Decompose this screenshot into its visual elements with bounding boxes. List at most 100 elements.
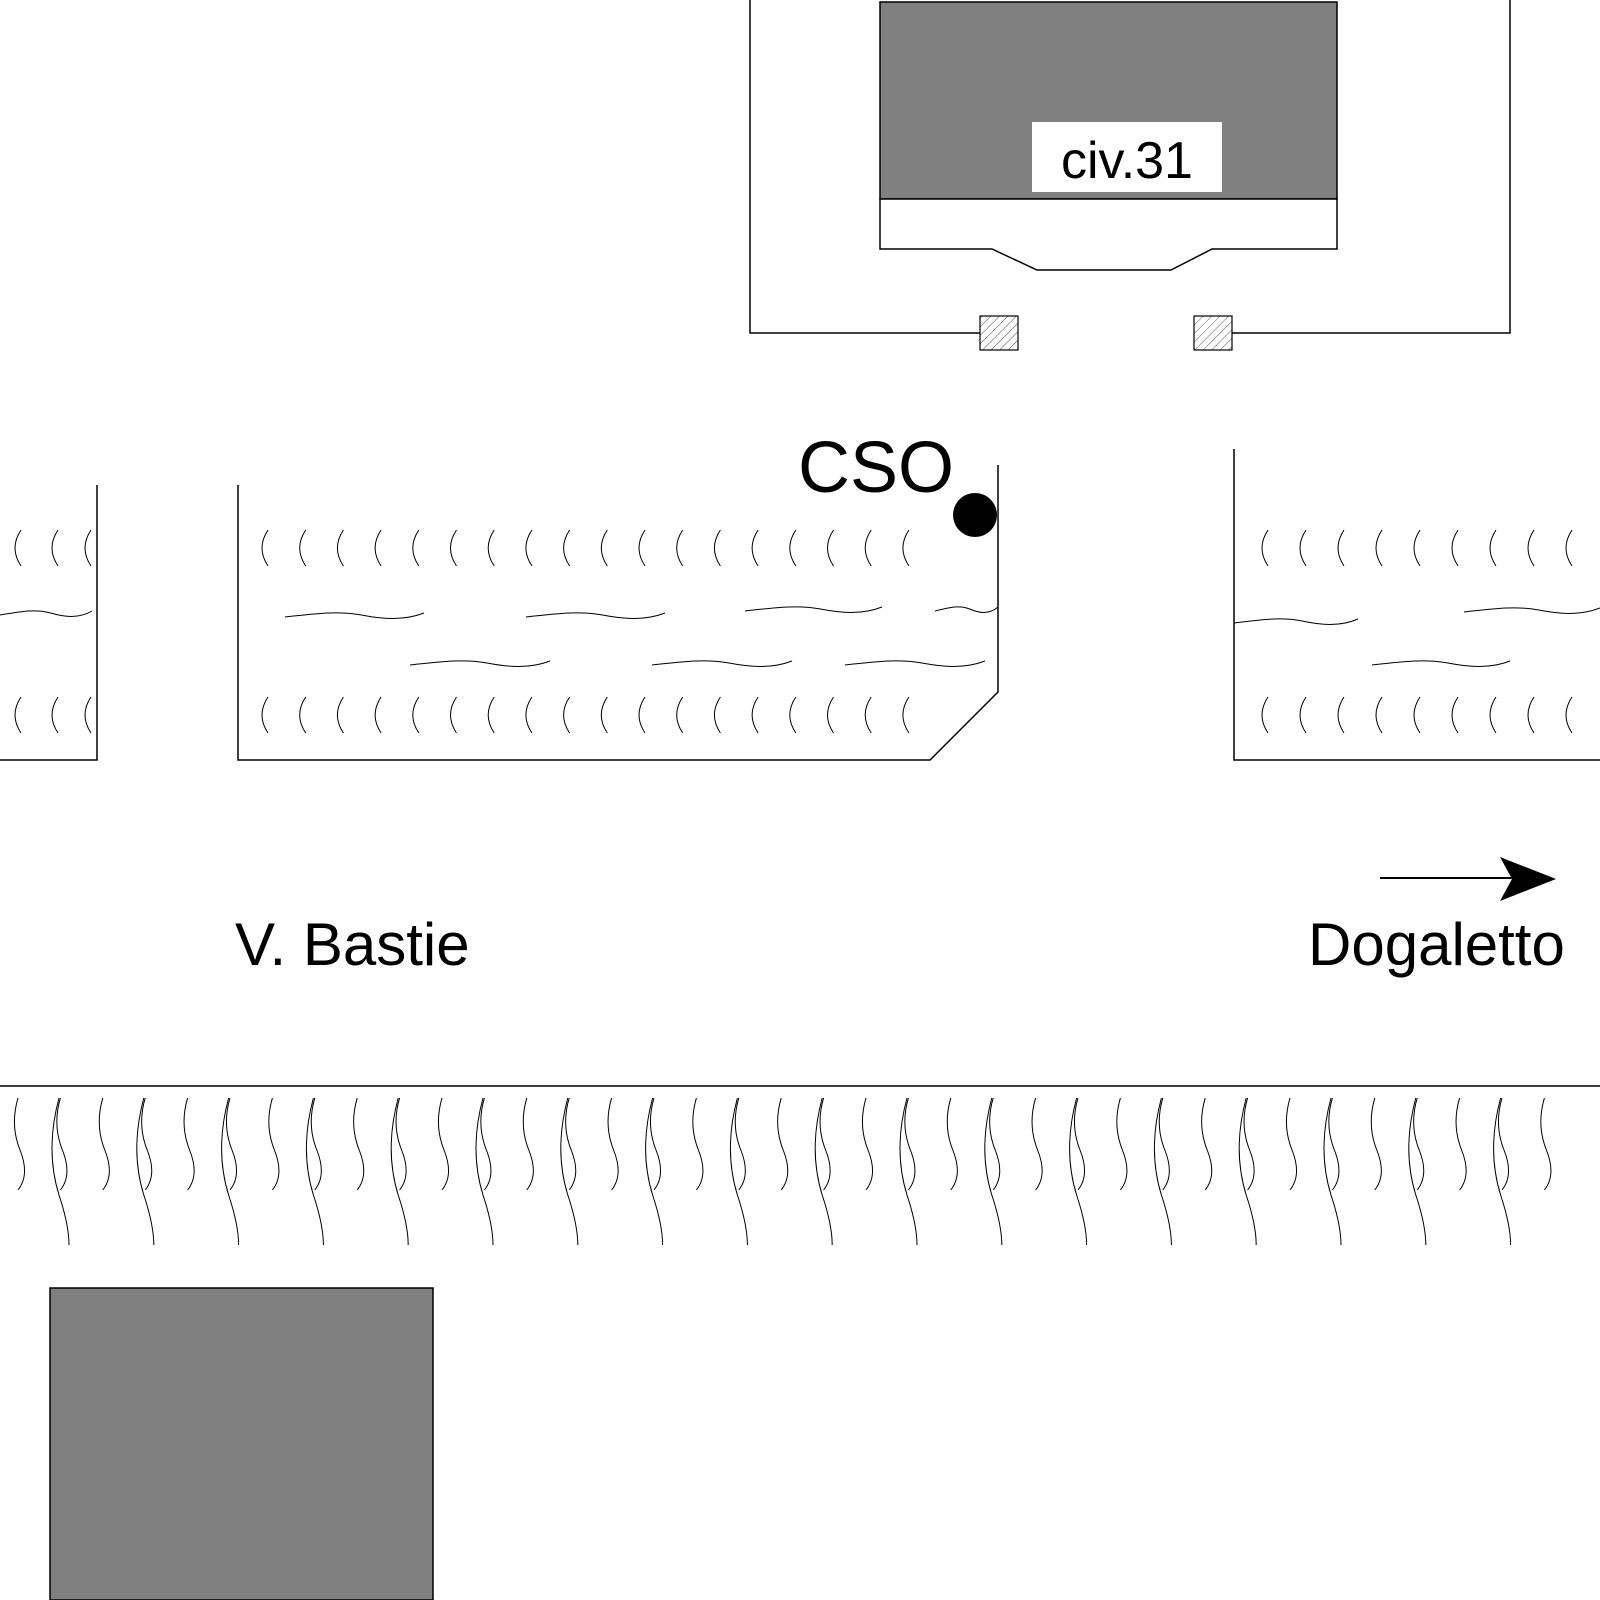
water-wave	[0, 610, 93, 617]
arrow-right-icon	[1380, 857, 1556, 901]
building-label: civ.31	[1061, 132, 1193, 190]
water-chevron	[14, 529, 22, 567]
water-chevron	[1299, 529, 1307, 567]
water-chevron	[487, 696, 495, 734]
water-chevron	[299, 696, 307, 734]
water-chevron	[84, 696, 92, 734]
water-chevron	[336, 696, 344, 734]
water-chevron	[751, 696, 759, 734]
field-stroke	[98, 1097, 110, 1191]
building-bottom	[49, 1287, 434, 1600]
field-stroke	[989, 1097, 1001, 1191]
water-chevron	[1489, 529, 1497, 567]
water-wave	[1233, 618, 1359, 625]
water-chevron	[713, 696, 721, 734]
water-chevron	[84, 529, 92, 567]
field-stroke-long	[814, 1097, 833, 1246]
water-chevron	[525, 529, 533, 567]
ditch-right-outline	[1233, 449, 1600, 761]
field-stroke	[1158, 1097, 1170, 1191]
water-chevron	[638, 696, 646, 734]
water-wave	[934, 606, 999, 613]
field-stroke	[226, 1097, 237, 1191]
water-chevron	[51, 696, 59, 734]
field-stroke	[607, 1097, 619, 1191]
field-stroke	[1031, 1097, 1043, 1191]
water-chevron	[827, 529, 834, 567]
water-chevron	[336, 529, 344, 567]
water-chevron	[600, 696, 608, 734]
water-chevron	[1489, 696, 1497, 734]
field-stroke	[1243, 1097, 1255, 1191]
water-chevron	[1261, 696, 1269, 734]
field-stroke	[1498, 1097, 1509, 1191]
field-stroke-long	[1323, 1097, 1342, 1246]
water-chevron	[1565, 696, 1573, 734]
water-symbols	[0, 529, 1600, 1246]
water-chevron	[412, 529, 420, 567]
water-chevron	[51, 529, 59, 567]
field-stroke-long	[1069, 1097, 1088, 1246]
water-chevron	[600, 529, 608, 567]
field-stroke	[480, 1097, 492, 1191]
field-stroke	[56, 1097, 68, 1191]
water-chevron	[1299, 696, 1307, 734]
water-chevron	[412, 696, 420, 734]
water-chevron	[450, 529, 457, 567]
water-chevron	[1527, 696, 1535, 734]
field-stroke-long	[729, 1097, 748, 1246]
water-chevron	[1337, 696, 1345, 734]
water-wave	[1371, 660, 1511, 667]
field-stroke	[353, 1097, 365, 1191]
field-stroke-long	[560, 1097, 579, 1246]
water-chevron	[751, 529, 759, 567]
building-civ31-porch	[879, 198, 1338, 271]
water-chevron	[1451, 696, 1459, 734]
field-stroke	[1286, 1097, 1297, 1191]
field-stroke-long	[645, 1097, 664, 1246]
ditch-center-outline	[237, 465, 999, 761]
water-chevron	[789, 696, 797, 734]
water-chevron	[1375, 529, 1383, 567]
street-label: V. Bastie	[235, 911, 470, 978]
field-stroke	[14, 1097, 25, 1191]
property-boundary-left	[749, 0, 980, 334]
field-stroke	[1328, 1097, 1340, 1191]
water-chevron	[676, 696, 684, 734]
water-wave	[844, 660, 986, 667]
water-chevron	[864, 696, 872, 734]
water-chevron	[374, 696, 382, 734]
field-stroke-long	[475, 1097, 494, 1246]
water-chevron	[1337, 529, 1345, 567]
water-chevron	[1261, 529, 1269, 567]
gate-pillar-right	[1193, 315, 1233, 351]
field-stroke	[904, 1097, 916, 1191]
field-stroke-long	[1408, 1097, 1427, 1246]
field-stroke	[1540, 1097, 1552, 1191]
water-chevron	[450, 696, 457, 734]
water-chevron	[789, 529, 797, 567]
ditch-left-outline	[0, 485, 98, 761]
water-chevron	[563, 529, 571, 567]
water-chevron	[902, 529, 910, 567]
cso-label: CSO	[798, 428, 954, 508]
field-stroke-long	[899, 1097, 918, 1246]
water-wave	[284, 612, 425, 619]
cso-marker-icon	[953, 493, 997, 537]
field-stroke	[522, 1097, 534, 1191]
water-chevron	[487, 529, 495, 567]
water-chevron	[1375, 696, 1383, 734]
field-stroke	[1455, 1097, 1467, 1191]
water-chevron	[261, 696, 269, 734]
water-chevron	[864, 529, 872, 567]
building-label-box	[1032, 122, 1222, 192]
water-chevron	[676, 529, 684, 567]
field-stroke-long	[51, 1097, 70, 1246]
water-chevron	[1565, 529, 1573, 567]
water-chevron	[1413, 529, 1421, 567]
field-stroke-long	[984, 1097, 1003, 1246]
field-stroke	[438, 1097, 449, 1191]
field-stroke	[1116, 1097, 1128, 1191]
